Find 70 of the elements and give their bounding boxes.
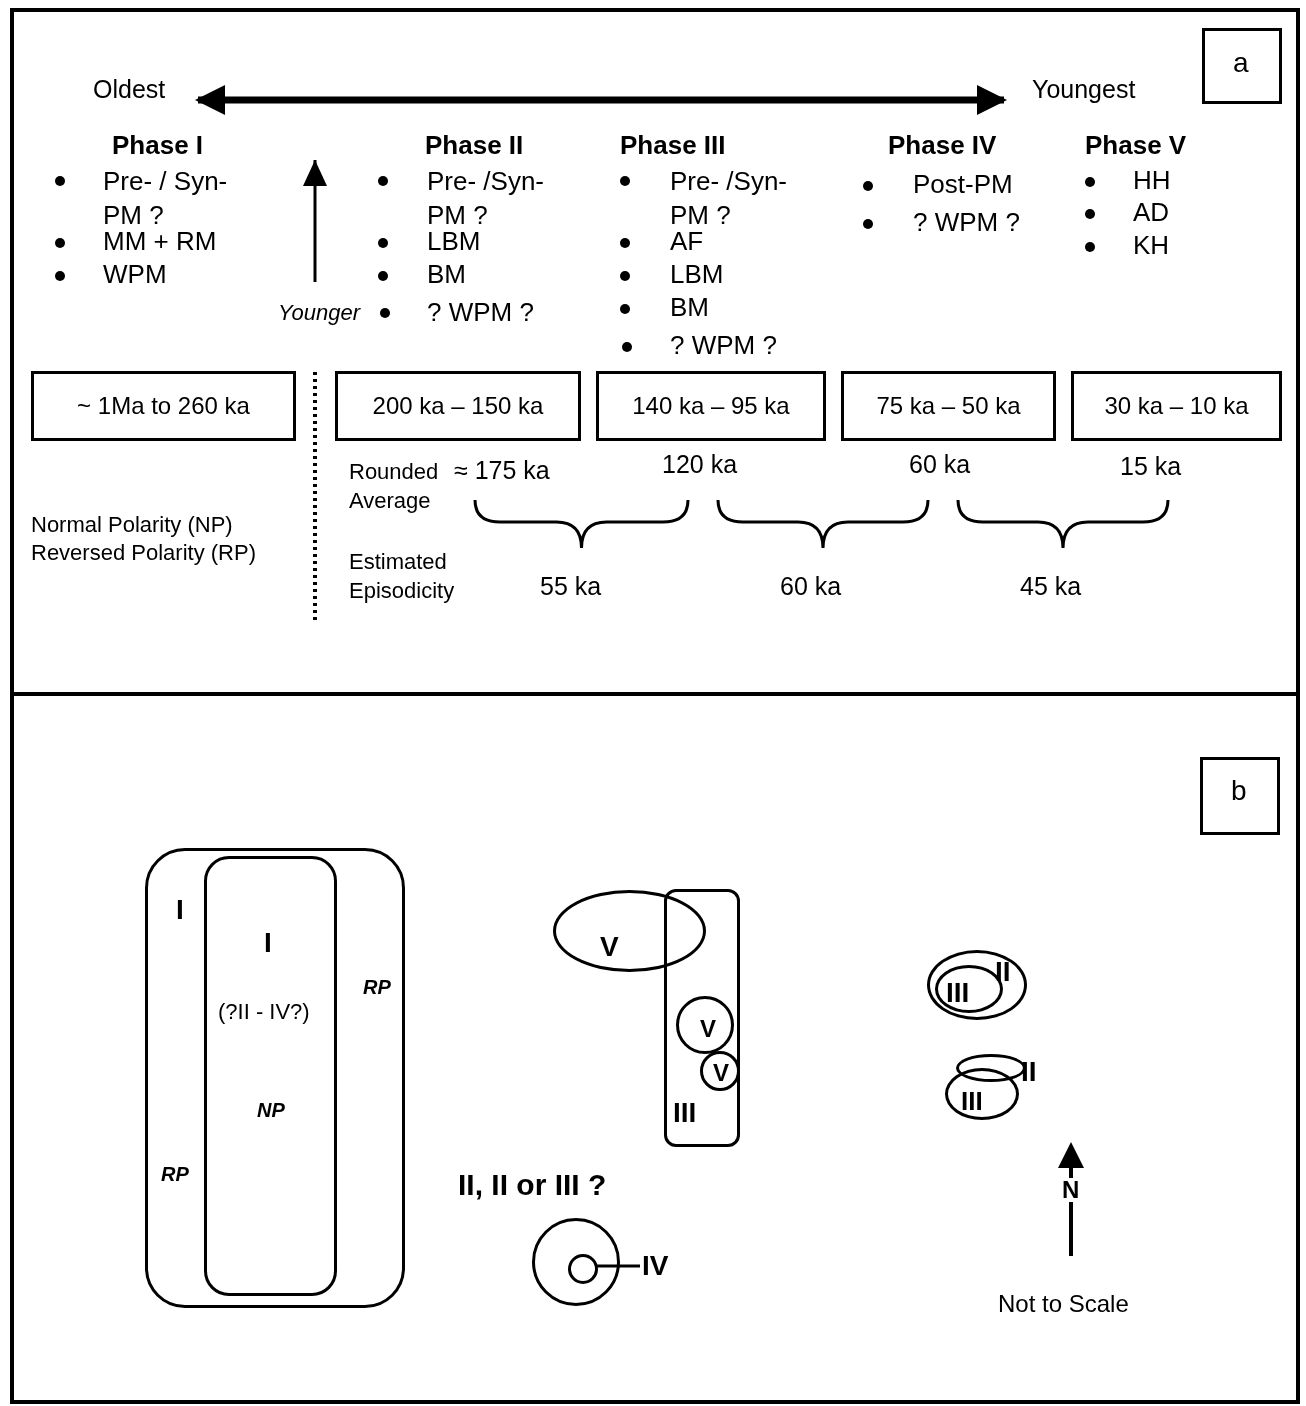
phase-item: WPM	[103, 260, 167, 290]
unit-numeral: IV	[642, 1251, 669, 1282]
axis-end-label: Youngest	[1032, 75, 1136, 104]
age-range-box	[841, 371, 1056, 441]
polarity-label: NP	[257, 1099, 285, 1121]
panel-label-box	[1202, 28, 1282, 104]
scale-note: Not to Scale	[998, 1290, 1129, 1318]
phase-item: AD	[1133, 198, 1170, 228]
unit-range-text: (?II - IV?)	[218, 1000, 310, 1025]
polarity-key: Reversed Polarity (RP)	[31, 540, 256, 566]
average-age: 15 ka	[1120, 452, 1182, 481]
polarity-key: Normal Polarity (NP)	[31, 512, 233, 538]
phase-item: BM	[670, 293, 709, 323]
range-text: ~ 1Ma to 260 ka	[76, 392, 251, 420]
phase-item: ? WPM ?	[913, 208, 1020, 238]
polarity-label: RP	[161, 1163, 189, 1185]
phase-heading: Phase I	[112, 131, 204, 161]
circle-region	[532, 1218, 620, 1306]
row-label: Rounded Average	[349, 458, 440, 515]
unit-numeral: III	[946, 978, 970, 1009]
unit-numeral: V	[700, 1016, 716, 1043]
range-text: 75 ka – 50 ka	[875, 392, 1022, 420]
unit-question: II, II or III ?	[458, 1168, 607, 1201]
circle-region	[568, 1254, 598, 1284]
ellipse-region	[553, 890, 706, 972]
circle-region	[700, 1051, 740, 1091]
axis-end-label: Oldest	[93, 75, 166, 104]
phase-heading: Phase V	[1085, 131, 1187, 161]
region-outline	[145, 848, 405, 1308]
panel-letter: a	[1233, 48, 1249, 79]
phase-item: LBM	[670, 260, 724, 290]
average-age: 120 ka	[662, 450, 738, 479]
phase-item: ? WPM ?	[670, 331, 777, 361]
unit-numeral: V	[600, 932, 619, 963]
ellipse-region	[945, 1068, 1019, 1120]
unit-numeral: III	[673, 1098, 697, 1129]
age-range-box	[335, 371, 581, 441]
episodicity-value: 45 ka	[1020, 572, 1082, 601]
panel-letter: b	[1231, 776, 1247, 807]
phase-heading: Phase III	[620, 131, 726, 161]
panel-label-box	[1200, 757, 1280, 835]
phase-item: KH	[1133, 231, 1170, 261]
row-label: Estimated Episodicity	[349, 548, 456, 605]
unit-numeral: I	[264, 928, 272, 959]
range-text: 30 ka – 10 ka	[1103, 392, 1250, 420]
phase-item: Post-PM	[913, 170, 1013, 200]
range-text: 140 ka – 95 ka	[631, 392, 791, 420]
region-outline	[204, 856, 337, 1296]
direction-label: Younger	[278, 300, 360, 326]
polarity-label: RP	[363, 976, 391, 998]
unit-numeral: V	[713, 1060, 729, 1087]
average-age: 60 ka	[909, 450, 971, 479]
phase-item: HH	[1133, 166, 1171, 196]
region-outline	[664, 889, 740, 1147]
episodicity-value: 55 ka	[540, 572, 602, 601]
average-age: ≈ 175 ka	[454, 456, 550, 485]
phase-heading: Phase II	[425, 131, 524, 161]
episodicity-value: 60 ka	[780, 572, 842, 601]
phase-item: ? WPM ?	[427, 298, 534, 328]
phase-heading: Phase IV	[888, 131, 997, 161]
phase-item: BM	[427, 260, 466, 290]
age-range-box	[31, 371, 296, 441]
age-range-box	[1071, 371, 1282, 441]
range-text: 200 ka – 150 ka	[371, 392, 545, 420]
circle-region	[676, 996, 734, 1054]
ellipse-region	[927, 950, 1027, 1020]
unit-numeral: I	[176, 895, 184, 926]
age-range-box	[596, 371, 826, 441]
north-label: N	[1062, 1178, 1080, 1202]
unit-numeral: III	[961, 1087, 983, 1116]
